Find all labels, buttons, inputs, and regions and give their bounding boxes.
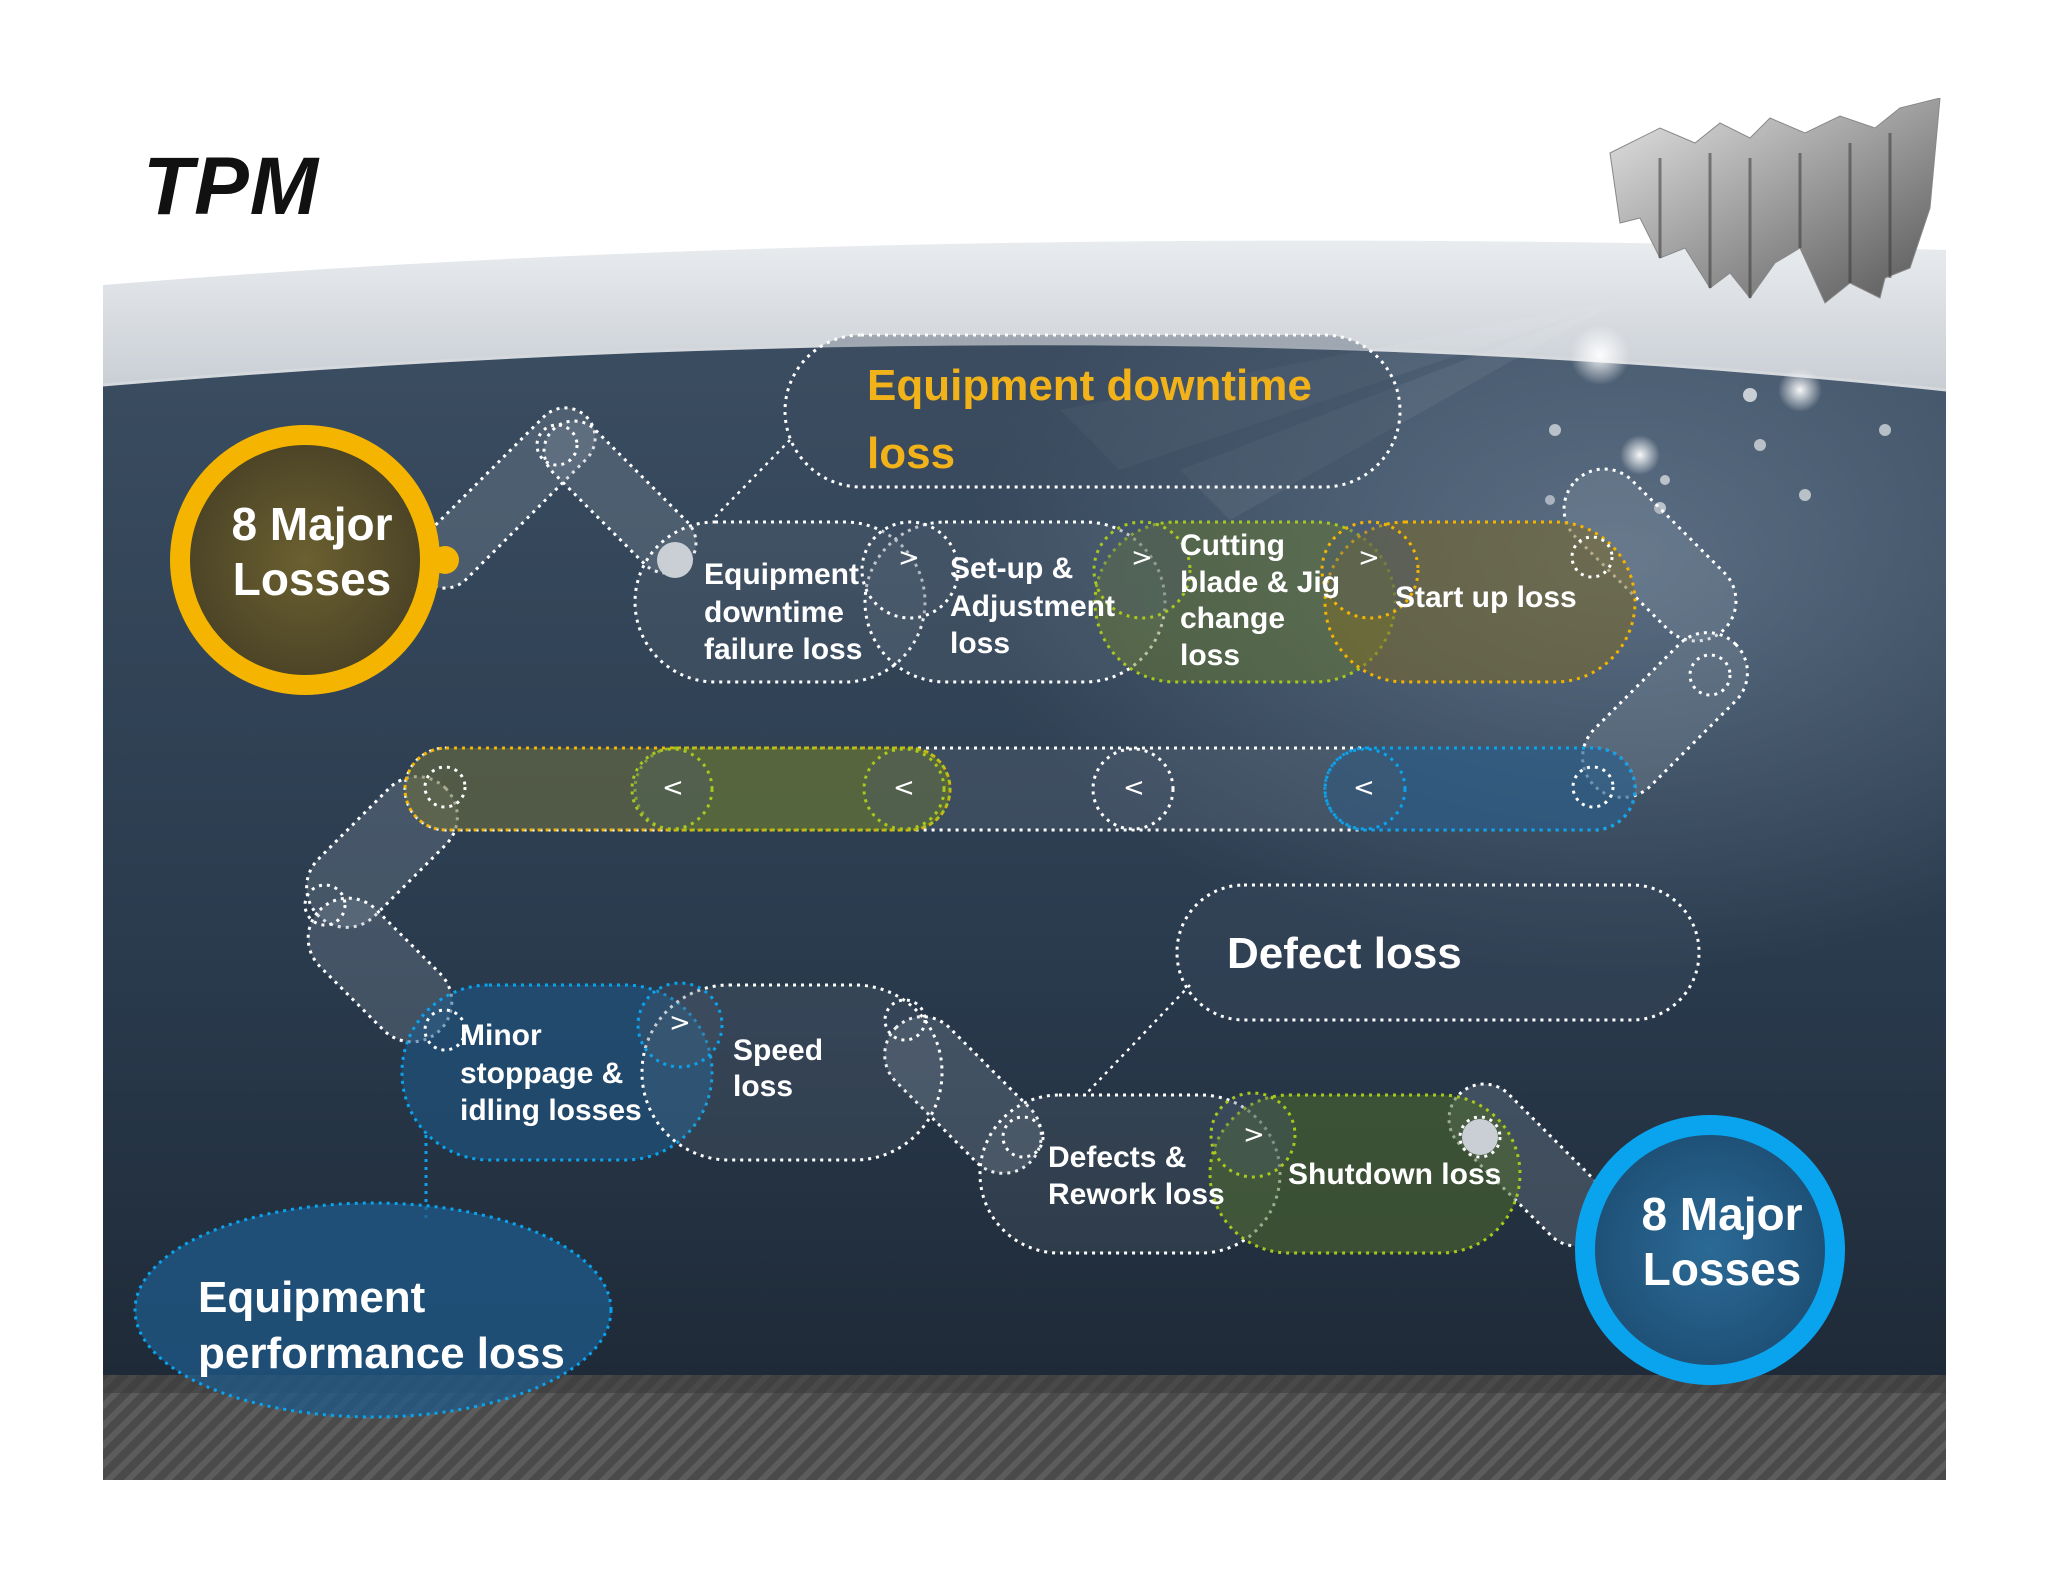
category-equipment-performance: Equipment performance loss	[198, 1273, 565, 1379]
loss-cutting-blade-jig: Cutting blade & Jig change loss	[1180, 529, 1341, 672]
loss-start-up: Start up loss	[1395, 581, 1577, 614]
loss-minor-stoppage: Minor stoppage & idling losses	[460, 1019, 642, 1127]
arrow-right-icon: >	[1131, 543, 1153, 573]
arrow-right-icon: >	[1243, 1120, 1265, 1150]
hub-start-label: 8 Major Losses	[231, 498, 393, 606]
arrow-left-icon: <	[1123, 773, 1145, 803]
loss-shutdown: Shutdown loss	[1288, 1158, 1502, 1191]
arrow-left-icon: <	[893, 773, 915, 803]
arrow-left-icon: <	[1353, 773, 1375, 803]
category-defect: Defect loss	[1227, 929, 1462, 978]
arrow-right-icon: >	[1358, 543, 1380, 573]
globe-icon	[1609, 98, 1941, 304]
category-equipment-downtime: Equipment downtime loss	[867, 361, 1312, 479]
loss-setup-adjustment: Set-up & Adjustment loss	[950, 552, 1115, 660]
loss-equipment-failure: Equipment downtime failure loss	[704, 558, 863, 666]
slide-title: TPM	[143, 141, 320, 232]
loss-defects-rework: Defects & Rework loss	[1048, 1141, 1225, 1211]
arrow-left-icon: <	[662, 773, 684, 803]
arrow-right-icon: >	[898, 543, 920, 573]
hub-end-label: 8 Major Losses	[1641, 1188, 1803, 1296]
arrow-right-icon: >	[669, 1008, 691, 1038]
loss-speed: Speed loss	[733, 1034, 824, 1103]
